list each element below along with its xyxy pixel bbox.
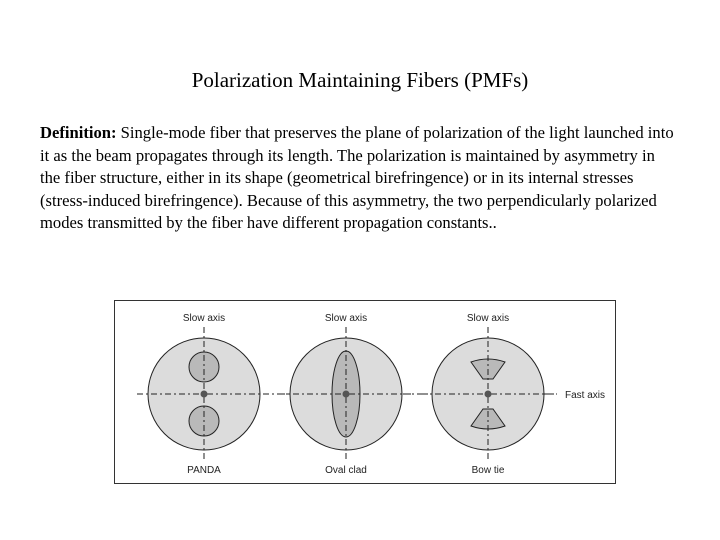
definition-paragraph: Definition: Single-mode fiber that prese… [40,122,676,235]
panda-core [200,390,208,398]
bow-tie-label: Bow tie [472,465,505,476]
panda-label: PANDA [187,465,221,476]
panda-fiber [137,327,271,461]
bowtie-slow-axis-label: Slow axis [467,313,509,324]
panda-slow-axis-label: Slow axis [183,313,225,324]
oval-slow-axis-label: Slow axis [325,313,367,324]
oval-clad-label: Oval clad [325,465,367,476]
pmf-diagram-svg: Slow axis Slow axis Slow axis PANDA Oval… [137,313,605,476]
oval-clad-fiber [279,327,413,461]
fast-axis-label: Fast axis [565,390,605,401]
definition-term: Definition: [40,123,117,142]
bow-tie-fiber [421,327,557,461]
oval-core [342,390,350,398]
definition-text: Single-mode fiber that preserves the pla… [40,123,674,232]
bowtie-core [484,390,492,398]
pmf-diagram: Slow axis Slow axis Slow axis PANDA Oval… [114,300,616,484]
bowtie-stress-bottom [470,408,506,430]
page-title: Polarization Maintaining Fibers (PMFs) [191,68,529,92]
